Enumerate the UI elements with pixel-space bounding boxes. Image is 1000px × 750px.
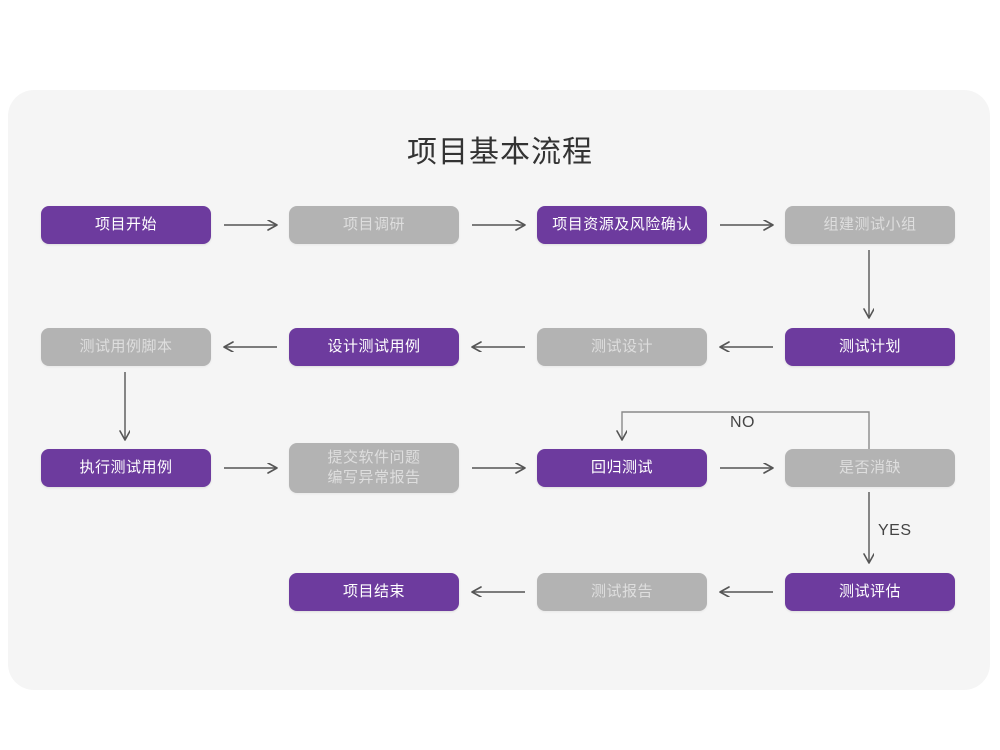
node-test-report[interactable]: 测试报告 — [537, 573, 707, 611]
node-defects-cleared-decision[interactable]: 是否消缺 — [785, 449, 955, 487]
edge-label-yes: YES — [878, 522, 912, 539]
node-submit-defects-report[interactable]: 提交软件问题 编写异常报告 — [289, 443, 459, 493]
node-form-test-team[interactable]: 组建测试小组 — [785, 206, 955, 244]
node-test-case-script[interactable]: 测试用例脚本 — [41, 328, 211, 366]
node-regression-test[interactable]: 回归测试 — [537, 449, 707, 487]
edge-label-no: NO — [730, 414, 755, 431]
page-title: 项目基本流程 — [407, 136, 593, 169]
node-execute-test-cases[interactable]: 执行测试用例 — [41, 449, 211, 487]
node-resource-risk-confirm[interactable]: 项目资源及风险确认 — [537, 206, 707, 244]
node-design-test-cases[interactable]: 设计测试用例 — [289, 328, 459, 366]
node-test-design[interactable]: 测试设计 — [537, 328, 707, 366]
node-project-research[interactable]: 项目调研 — [289, 206, 459, 244]
node-project-end[interactable]: 项目结束 — [289, 573, 459, 611]
node-test-evaluation[interactable]: 测试评估 — [785, 573, 955, 611]
node-project-start[interactable]: 项目开始 — [41, 206, 211, 244]
node-test-plan[interactable]: 测试计划 — [785, 328, 955, 366]
